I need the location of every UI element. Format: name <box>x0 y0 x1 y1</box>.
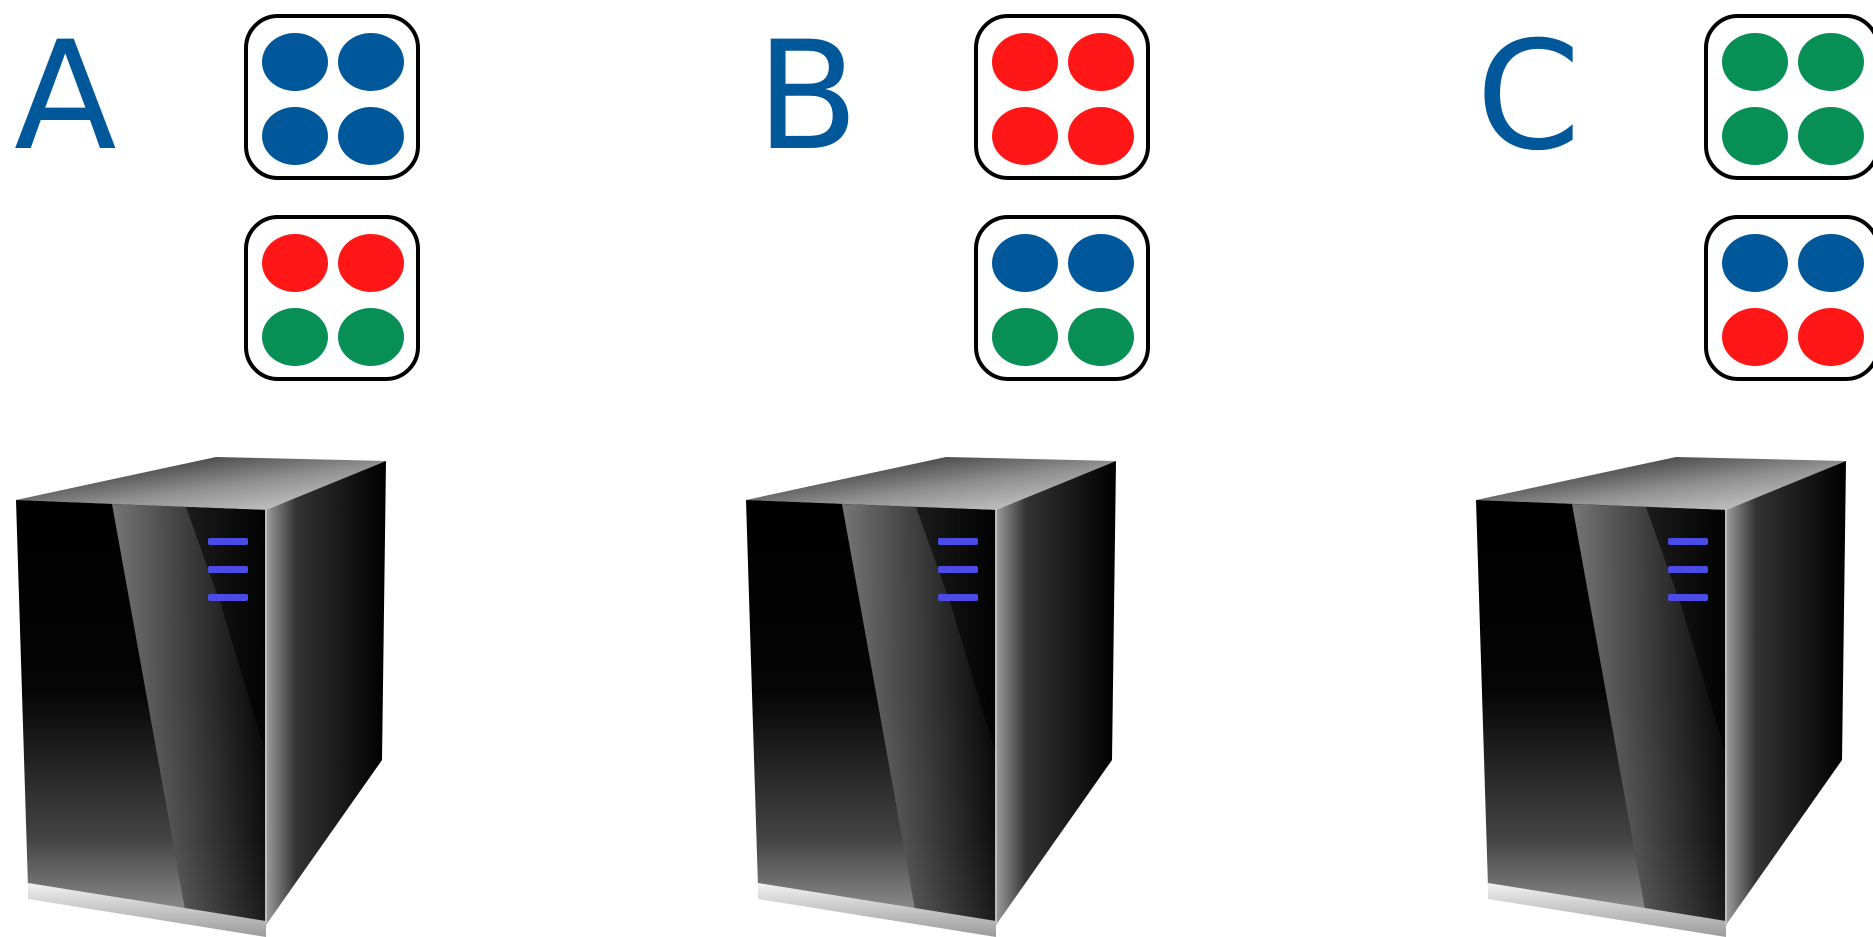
red-dot <box>992 33 1058 91</box>
tower-top-face <box>746 457 1116 510</box>
indicator-light <box>208 566 248 573</box>
green-dot <box>1722 107 1788 165</box>
green-dot <box>1798 107 1864 165</box>
green-dot <box>262 308 328 366</box>
green-dot <box>992 308 1058 366</box>
indicator-light <box>1668 538 1708 545</box>
blue-dot <box>262 107 328 165</box>
indicator-light <box>1668 594 1708 601</box>
red-dot <box>1722 308 1788 366</box>
server-tower-icon <box>1476 455 1846 937</box>
server-label: C <box>1476 10 1581 184</box>
chip-top <box>974 14 1150 180</box>
indicator-light <box>938 566 978 573</box>
tower-top-face <box>1476 457 1846 510</box>
red-dot <box>992 107 1058 165</box>
blue-dot <box>1068 234 1134 292</box>
chip-bottom <box>974 215 1150 381</box>
server-label: B <box>756 10 859 184</box>
tower-side-face <box>266 461 386 925</box>
server-label: A <box>14 10 117 184</box>
blue-dot <box>262 33 328 91</box>
green-dot <box>1068 308 1134 366</box>
indicator-light <box>938 594 978 601</box>
red-dot <box>1068 107 1134 165</box>
tower-base <box>1488 883 1726 937</box>
chip-bottom <box>1704 215 1873 381</box>
indicator-light <box>1668 566 1708 573</box>
green-dot <box>1722 33 1788 91</box>
tower-base <box>758 883 996 937</box>
chip-bottom <box>244 215 420 381</box>
blue-dot <box>1722 234 1788 292</box>
server-a-group: A <box>0 0 680 937</box>
tower-side-face <box>996 461 1116 925</box>
chip-top <box>244 14 420 180</box>
green-dot <box>338 308 404 366</box>
red-dot <box>262 234 328 292</box>
red-dot <box>1068 33 1134 91</box>
blue-dot <box>338 33 404 91</box>
server-tower-icon <box>16 455 386 937</box>
indicator-light <box>208 594 248 601</box>
tower-top-face <box>16 457 386 510</box>
green-dot <box>1798 33 1864 91</box>
red-dot <box>338 234 404 292</box>
server-b-group: B <box>730 0 1410 937</box>
blue-dot <box>338 107 404 165</box>
tower-base <box>28 883 266 937</box>
blue-dot <box>992 234 1058 292</box>
chip-top <box>1704 14 1873 180</box>
tower-side-face <box>1726 461 1846 925</box>
indicator-light <box>208 538 248 545</box>
server-tower-icon <box>746 455 1116 937</box>
server-c-group: C <box>1460 0 1873 937</box>
red-dot <box>1798 308 1864 366</box>
indicator-light <box>938 538 978 545</box>
blue-dot <box>1798 234 1864 292</box>
